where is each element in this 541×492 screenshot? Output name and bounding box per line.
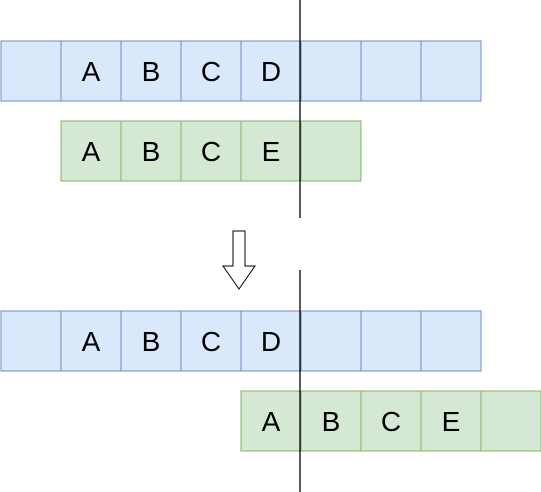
bottom-blue-cell (120, 310, 182, 372)
top-blue-cell-label: C (201, 56, 221, 87)
bottom-blue-cell (0, 310, 62, 372)
top-green-cell (180, 120, 242, 182)
bottom-green-cell (240, 390, 302, 452)
top-blue-cell (180, 40, 242, 102)
bottom-blue-cell (240, 310, 302, 372)
top-blue-cell-label: B (142, 56, 161, 87)
bottom-blue-cell-label: D (261, 326, 281, 357)
down-arrow-icon (222, 230, 256, 290)
top-blue-cell (360, 40, 422, 102)
top-green-cell-label: C (201, 136, 221, 167)
bottom-blue-cell (420, 310, 482, 372)
top-blue-cell (0, 40, 62, 102)
top-blue-cell (420, 40, 482, 102)
bottom-blue-cell-label: C (201, 326, 221, 357)
top-blue-cell (300, 40, 362, 102)
bottom-green-cell (480, 390, 541, 452)
bottom-green-cell-label: A (262, 406, 281, 437)
top-green-cell-label: B (142, 136, 161, 167)
top-green-cell-label: E (262, 136, 281, 167)
top-green-cell (240, 120, 302, 182)
bottom-blue-row: A B C D (0, 310, 482, 372)
top-blue-cell (60, 40, 122, 102)
bottom-blue-cell (60, 310, 122, 372)
bottom-blue-cell (360, 310, 422, 372)
bottom-green-cell (300, 390, 362, 452)
top-blue-cell (120, 40, 182, 102)
top-green-cell (120, 120, 182, 182)
top-green-cell (300, 120, 362, 182)
top-blue-cell-label: A (82, 56, 101, 87)
top-blue-row: A B C D (0, 40, 482, 102)
top-green-cell (60, 120, 122, 182)
bottom-blue-cell-label: A (82, 326, 101, 357)
bottom-green-cell (420, 390, 482, 452)
bottom-blue-cell (300, 310, 362, 372)
top-blue-cell-label: D (261, 56, 281, 87)
top-green-cell-label: A (82, 136, 101, 167)
bottom-green-cell-label: C (381, 406, 401, 437)
bottom-green-cell-label: E (442, 406, 461, 437)
bottom-blue-cell-label: B (142, 326, 161, 357)
bottom-green-cell-label: B (322, 406, 341, 437)
